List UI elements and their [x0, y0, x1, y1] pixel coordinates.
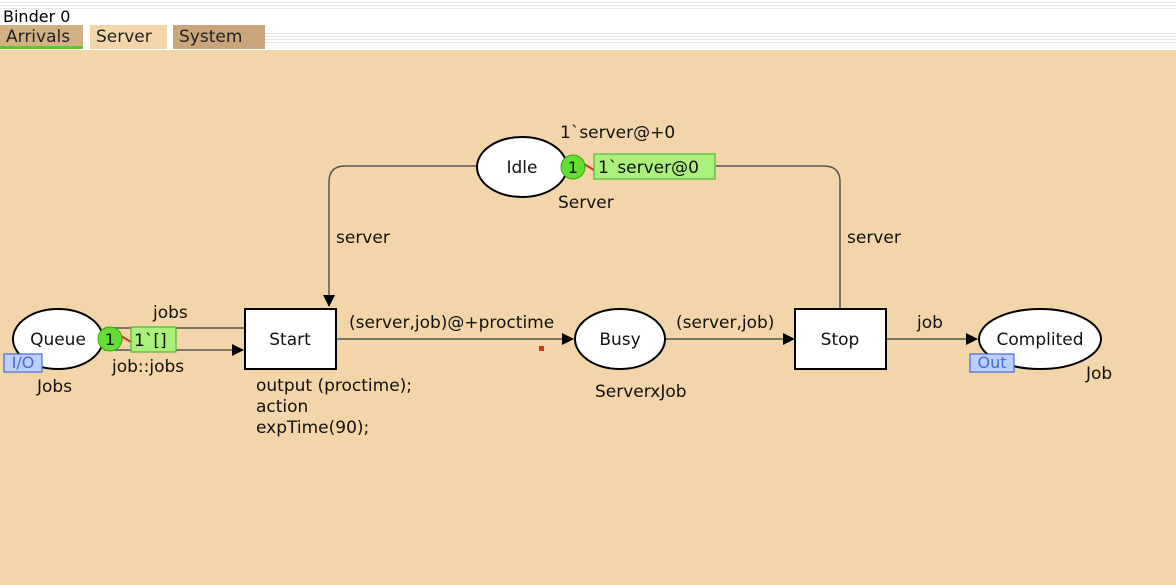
transition-start-shape[interactable] [244, 308, 337, 370]
tab-bar-rule [265, 31, 1176, 45]
complited-port-tag: Out [969, 353, 1015, 373]
place-idle[interactable]: Idle [476, 136, 568, 198]
marking-text: 1`[] [134, 331, 167, 351]
token-count: 1 [568, 158, 578, 177]
transition-stop-name: Stop [821, 330, 860, 350]
place-queue-name: Queue [30, 330, 86, 350]
port-tag-box [3, 353, 43, 373]
petri-net-canvas[interactable]: server server jobs job::jobs (server,job… [0, 50, 1176, 585]
port-tag-label: I/O [12, 353, 35, 372]
port-tag-box [969, 353, 1015, 373]
arc-label-start-to-busy: (server,job)@+proctime [349, 313, 554, 333]
token-count: 1 [105, 330, 115, 349]
transition-stop-shape[interactable] [794, 308, 887, 370]
token-count-badge[interactable] [560, 154, 586, 180]
marking-connector [120, 335, 132, 343]
tab-system[interactable]: System [173, 25, 265, 49]
transition-stop[interactable]: Stop [794, 308, 887, 370]
marking-connector [583, 163, 595, 171]
place-busy-shape[interactable] [574, 308, 666, 370]
place-idle-type: Server [558, 193, 614, 213]
transition-start[interactable]: Start [244, 308, 337, 370]
arc-stop-to-idle[interactable] [716, 165, 841, 308]
token-count-badge[interactable] [97, 326, 123, 352]
arc-label-stop-to-idle: server [847, 228, 901, 248]
transition-start-code-line: action [256, 397, 308, 417]
arc-label-stop-to-complited: job [916, 313, 943, 333]
transition-start-code-line: output (proctime); [256, 376, 412, 396]
marking-text: 1`server@0 [598, 158, 699, 178]
marking-box[interactable] [130, 326, 177, 353]
place-busy-type: ServerxJob [595, 382, 687, 402]
title-stripes [0, 0, 1176, 10]
selection-marker [539, 346, 544, 351]
arc-label-busy-to-stop: (server,job) [676, 313, 774, 333]
transition-start-name: Start [269, 330, 311, 350]
place-busy-name: Busy [599, 330, 640, 350]
binder-header: Binder 0 Arrivals Server System [0, 0, 1176, 50]
tab-arrivals[interactable]: Arrivals [0, 25, 83, 49]
place-complited-name: Complited [997, 330, 1084, 350]
place-complited-type: Job [1085, 364, 1112, 384]
place-busy[interactable]: Busy [574, 308, 666, 370]
arc-label-queue-to-start: job::jobs [111, 357, 184, 377]
transition-start-code-line: expTime(90); [256, 418, 369, 438]
binder-title: Binder 0 [3, 7, 71, 26]
queue-marking[interactable]: 1`[] 1 [97, 326, 177, 353]
place-idle-name: Idle [507, 158, 538, 178]
arc-idle-to-start[interactable] [323, 165, 478, 307]
place-idle-initial-marking: 1`server@+0 [560, 123, 675, 143]
arc-label-idle-to-start: server [336, 228, 390, 248]
queue-port-tag: I/O [3, 353, 43, 373]
tab-server[interactable]: Server [90, 25, 167, 49]
place-queue-type: Jobs [36, 377, 72, 397]
marking-box[interactable] [593, 153, 716, 180]
port-tag-label: Out [977, 353, 1006, 372]
idle-marking[interactable]: 1`server@0 1 [560, 153, 716, 180]
arc-label-start-to-queue: jobs [152, 303, 188, 323]
